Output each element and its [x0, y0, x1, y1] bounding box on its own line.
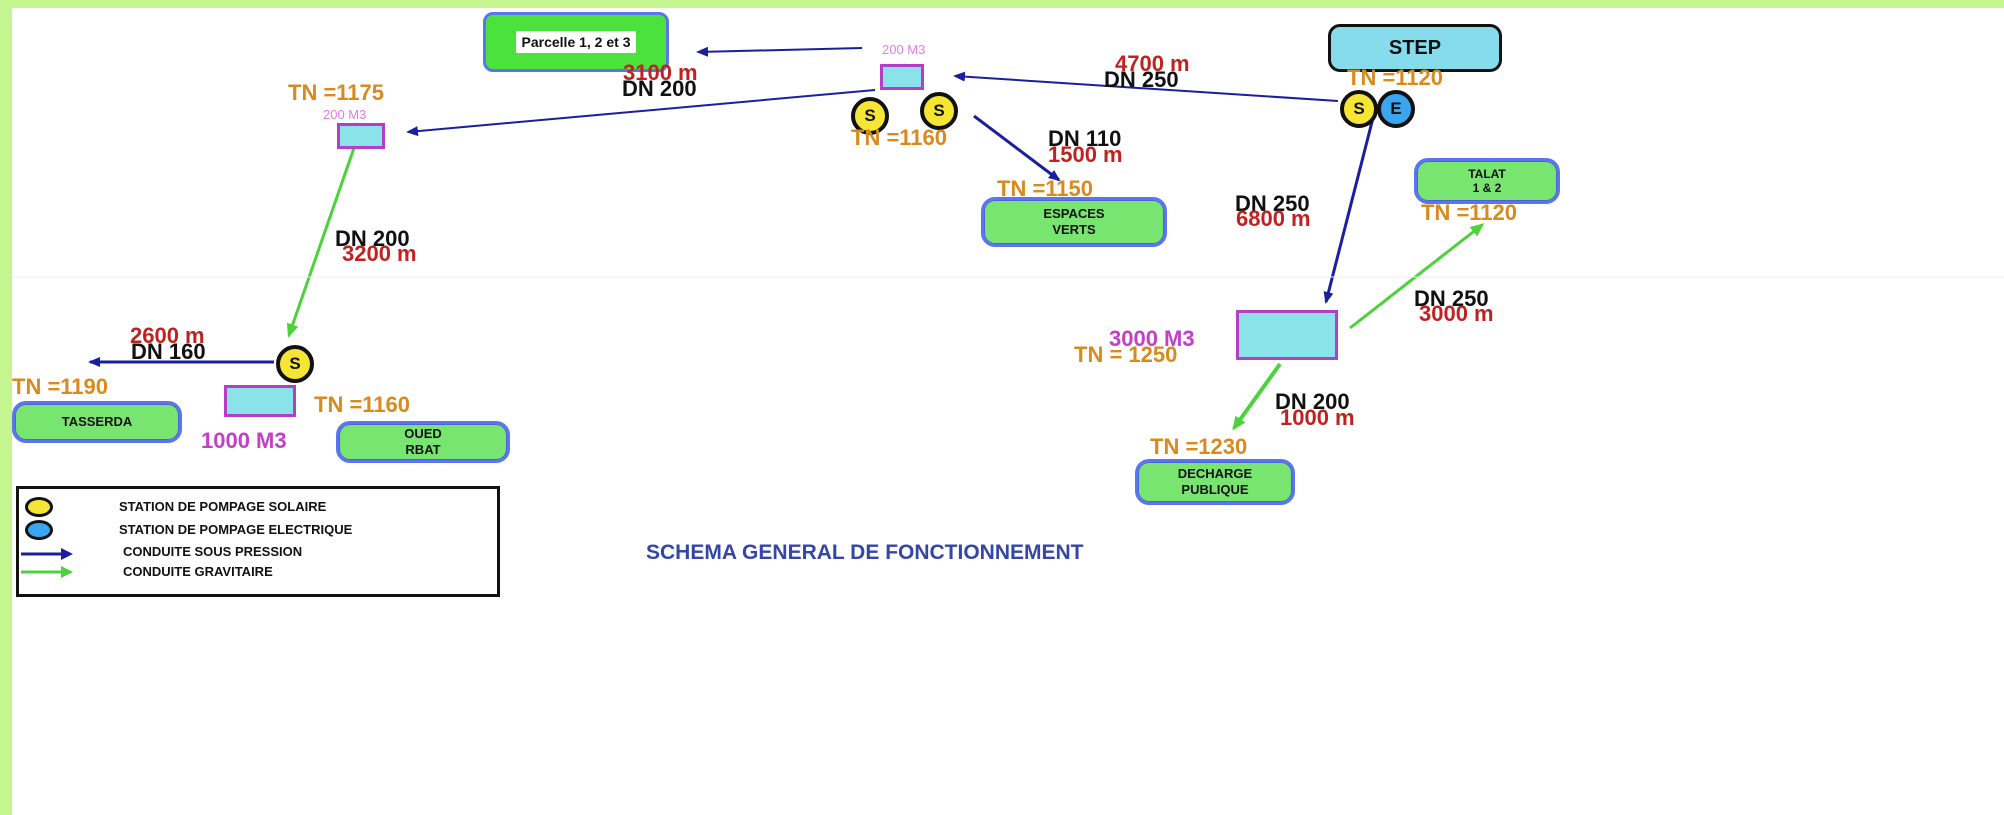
oued-rbat-label: OUED RBAT: [404, 426, 442, 457]
tank-center-volume: 200 M3: [882, 42, 926, 57]
oued-rbat-tn: TN =1160: [314, 392, 411, 417]
pipe-center-to-espaces-verts: [973, 114, 1061, 182]
talat-label: TALAT 1 & 2: [1468, 166, 1506, 195]
solar-station-left: S: [276, 345, 314, 383]
solar-station-center-1: S: [851, 97, 889, 135]
pipe-parcelle-dn: DN 200: [622, 76, 697, 101]
talat-box: TALAT 1 & 2: [1414, 158, 1560, 204]
tank-big: [1236, 310, 1338, 360]
pipe-parcelle-length: 3100 m: [623, 60, 698, 85]
station-letter: S: [864, 106, 876, 125]
tank-center-tn: TN =1160: [851, 125, 948, 150]
espaces-verts-box: ESPACES VERTS: [981, 197, 1167, 247]
tasserda-label: TASSERDA: [61, 414, 133, 430]
espaces-verts-label: ESPACES VERTS: [1043, 206, 1105, 237]
solar-station-center-2: S: [920, 92, 958, 130]
tank-left: [337, 123, 385, 149]
station-letter: S: [933, 101, 945, 120]
pipe-step-to-big-tank: [1323, 113, 1376, 304]
step-label: STEP: [1388, 36, 1442, 59]
diagram-title: SCHEMA GENERAL DE FONCTIONNEMENT: [646, 541, 1084, 564]
legend: STATION DE POMPAGE SOLAIRE STATION DE PO…: [16, 486, 500, 597]
legend-solar-label: STATION DE POMPAGE SOLAIRE: [119, 499, 327, 514]
electric-station-legend-icon: [25, 520, 53, 540]
pipe-step-dn: DN 250: [1104, 67, 1179, 92]
parcelle-box: Parcelle 1, 2 et 3: [483, 12, 669, 72]
legend-item-solar: STATION DE POMPAGE SOLAIRE: [19, 497, 489, 517]
pipe-step-down-dn: DN 250: [1235, 191, 1310, 216]
tank-center: [880, 64, 924, 90]
pipe-big-tank-to-decharge: [1232, 362, 1282, 431]
pipe-tasserda-length: 2600 m: [130, 323, 205, 348]
pipe-tasserda-dn: DN 160: [131, 339, 206, 364]
legend-electric-label: STATION DE POMPAGE ELECTRIQUE: [119, 522, 353, 537]
parcelle-label: Parcelle 1, 2 et 3: [515, 31, 637, 53]
tank-left-volume: 200 M3: [323, 107, 367, 122]
pipe-left-down-length: 3200 m: [342, 241, 417, 266]
pipe-talat-dn: DN 250: [1414, 286, 1489, 311]
step-box: STEP: [1328, 24, 1502, 72]
pipe-step-down-length: 6800 m: [1236, 206, 1311, 231]
tank-oued-rbat: [224, 385, 296, 417]
pipe-center-to-parcelle: [696, 46, 863, 57]
pipe-espaces-dn: DN 110: [1048, 126, 1122, 151]
tank-big-volume: 3000 M3: [1109, 326, 1195, 351]
gravity-pipe-legend-icon: [21, 566, 73, 578]
pipe-step-length: 4700 m: [1115, 51, 1190, 76]
legend-item-electric: STATION DE POMPAGE ELECTRIQUE: [19, 520, 489, 540]
station-letter: S: [289, 354, 301, 373]
pipe-center-to-left-tank: [406, 89, 876, 137]
pressure-pipe-legend-icon: [21, 548, 73, 560]
pipe-network: [12, 46, 2004, 431]
tank-big-tn: TN = 1250: [1074, 342, 1178, 367]
decharge-tn: TN =1230: [1150, 434, 1248, 459]
decharge-label: DECHARGE PUBLIQUE: [1177, 466, 1253, 497]
tank-left-tn: TN =1175: [288, 80, 385, 105]
diagram-canvas: STEP TN =1120 S E 4700 m DN 250 Parcelle…: [12, 8, 2004, 815]
pipe-espaces-length: 1500 m: [1048, 142, 1123, 167]
pipe-left-down-dn: DN 200: [335, 226, 410, 251]
legend-item-pressure: CONDUITE SOUS PRESSION: [19, 542, 489, 562]
legend-item-gravity: CONDUITE GRAVITAIRE: [19, 562, 489, 582]
talat-tn: TN =1120: [1421, 200, 1518, 225]
legend-pressure-label: CONDUITE SOUS PRESSION: [123, 544, 303, 559]
pipe-decharge-length: 1000 m: [1280, 405, 1355, 430]
pipe-left-tank-down: [286, 147, 356, 338]
pipe-talat-length: 3000 m: [1419, 301, 1494, 326]
pipe-step-to-center-tank: [953, 71, 1339, 102]
solar-station-step: S: [1340, 90, 1378, 128]
solar-station-legend-icon: [25, 497, 53, 517]
oued-rbat-box: OUED RBAT: [336, 421, 510, 463]
tasserda-tn: TN =1190: [12, 374, 109, 399]
legend-gravity-label: CONDUITE GRAVITAIRE: [123, 564, 273, 579]
step-tn: TN =1120: [1347, 65, 1444, 90]
electric-station-step: E: [1377, 90, 1415, 128]
oued-rbat-volume: 1000 M3: [201, 428, 287, 453]
tasserda-box: TASSERDA: [12, 401, 182, 443]
station-letter: E: [1390, 99, 1402, 118]
pipe-decharge-dn: DN 200: [1275, 389, 1350, 414]
station-letter: S: [1353, 99, 1365, 118]
decharge-box: DECHARGE PUBLIQUE: [1135, 459, 1295, 505]
espaces-verts-tn: TN =1150: [997, 176, 1094, 201]
